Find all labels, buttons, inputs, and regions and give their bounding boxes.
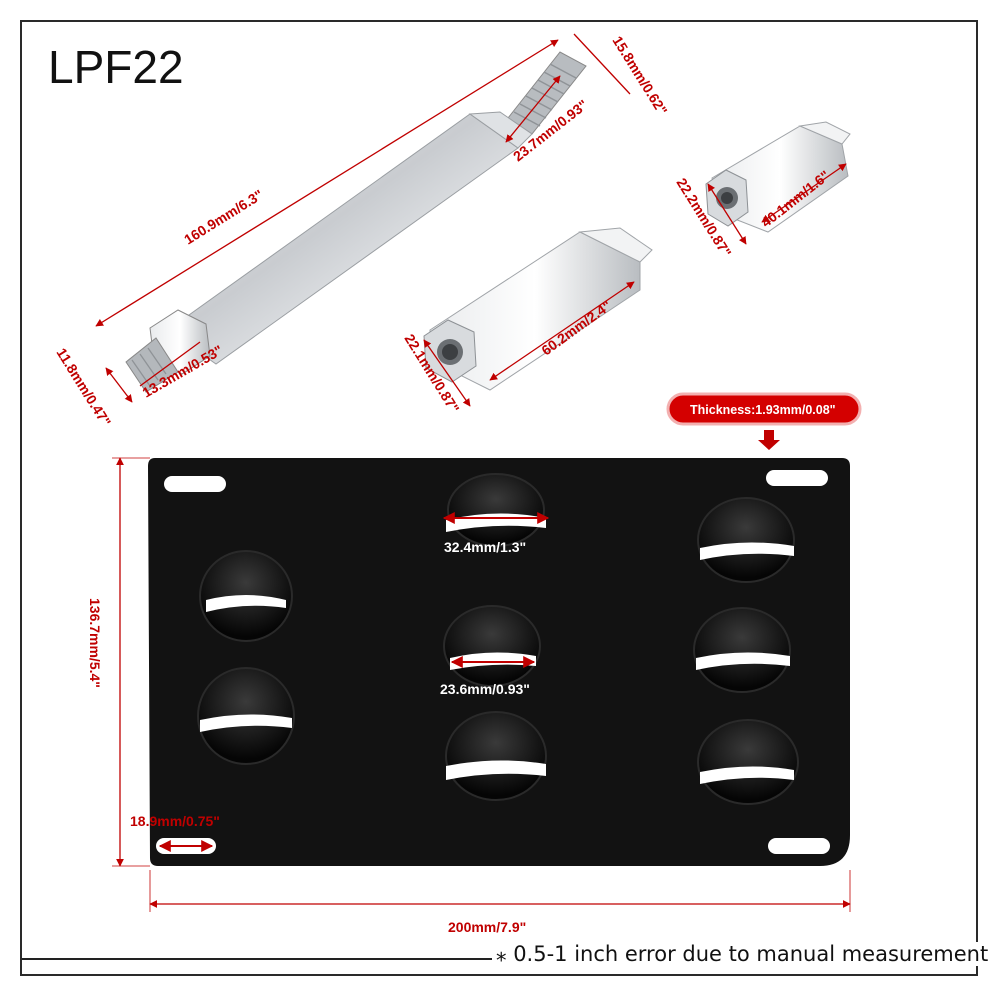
dim-slot-corner: 18.9mm/0.75" [130,813,220,829]
spacer-large [423,227,653,391]
dim-rod-length: 160.9mm/6.3" [181,186,266,247]
dim-slot-mid: 23.6mm/0.93" [440,681,530,697]
dim-plate-height: 136.7mm/5.4" [87,598,103,688]
dim-thread-bottom-dia: 11.8mm/0.47" [53,345,114,429]
thickness-badge-label: Thickness:1.93mm/0.08" [690,403,836,417]
measurement-note-text: 0.5-1 inch error due to manual measureme… [513,942,989,966]
asterisk-icon: ⁎ [496,942,514,966]
dim-slot-top: 32.4mm/1.3" [444,539,526,555]
dim-thread-top-dia: 15.8mm/0.62" [609,33,670,118]
down-arrow-icon [758,430,780,450]
dim-plate-width: 200mm/7.9" [448,919,526,935]
image-frame [20,20,978,976]
thickness-badge: Thickness:1.93mm/0.08" [666,392,862,450]
measurement-note: ⁎ 0.5-1 inch error due to manual measure… [492,942,995,966]
